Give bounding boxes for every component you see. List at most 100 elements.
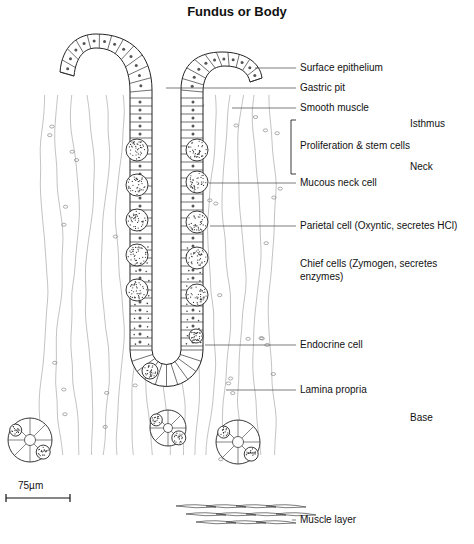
- stipple-dot: [138, 157, 139, 158]
- stipple-dot: [198, 183, 199, 184]
- stipple-dot: [128, 187, 129, 188]
- stipple-dot: [201, 262, 202, 263]
- stipple-dot: [204, 217, 205, 218]
- stipple-dot: [145, 257, 146, 258]
- stipple-dot: [200, 290, 201, 291]
- stipple-dot: [200, 299, 201, 300]
- parietal-cell: [186, 284, 208, 306]
- gland-section: [8, 418, 52, 462]
- stipple-dot: [138, 181, 139, 182]
- zymogen-granule: [198, 320, 200, 322]
- stipple-dot: [135, 217, 136, 218]
- stipple-dot: [193, 339, 194, 340]
- stipple-dot: [194, 188, 195, 189]
- stipple-dot: [246, 454, 247, 455]
- stipple-dot: [203, 224, 204, 225]
- stipple-dot: [141, 247, 142, 248]
- stipple-dot: [131, 218, 132, 219]
- stipple-dot: [139, 258, 140, 259]
- zymogen-granule: [187, 335, 189, 337]
- stipple-dot: [190, 181, 191, 182]
- stipple-dot: [223, 432, 224, 433]
- stipple-dot: [151, 370, 152, 371]
- cell-border: [87, 35, 91, 49]
- stipple-dot: [135, 260, 136, 261]
- stipple-dot: [147, 373, 148, 374]
- cell-border: [244, 442, 261, 443]
- stipple-dot: [194, 229, 195, 230]
- stipple-dot: [203, 292, 204, 293]
- stroma-nucleus: [63, 413, 67, 416]
- stipple-dot: [199, 217, 200, 218]
- stipple-dot: [194, 336, 195, 337]
- stroma-nucleus: [234, 124, 238, 127]
- stipple-dot: [43, 450, 44, 451]
- stipple-dot: [196, 333, 197, 334]
- stipple-dot: [136, 188, 137, 189]
- cell-nucleus: [139, 269, 142, 272]
- parietal-cell: [186, 247, 208, 269]
- stipple-dot: [142, 221, 143, 222]
- cell-border: [216, 52, 222, 66]
- zymogen-granule: [148, 343, 150, 345]
- stipple-dot: [191, 223, 192, 224]
- stipple-dot: [196, 229, 197, 230]
- stipple-dot: [136, 152, 137, 153]
- stipple-dot: [155, 420, 156, 421]
- stroma-nucleus: [260, 337, 264, 340]
- cell-border: [130, 114, 152, 115]
- leader-line: [166, 88, 296, 89]
- part-label: Mucous neck cell: [300, 176, 377, 189]
- stroma-fiber: [222, 95, 231, 455]
- stipple-dot: [141, 183, 142, 184]
- stipple-dot: [142, 177, 143, 178]
- cell-nucleus: [139, 133, 142, 136]
- cell-border: [130, 170, 152, 171]
- stipple-dot: [151, 370, 152, 371]
- stipple-dot: [132, 221, 133, 222]
- stipple-dot: [152, 367, 153, 368]
- stipple-dot: [194, 252, 195, 253]
- stipple-dot: [193, 179, 194, 180]
- stipple-dot: [131, 284, 132, 285]
- stipple-dot: [200, 299, 201, 300]
- stipple-dot: [248, 453, 249, 454]
- stipple-dot: [252, 448, 253, 449]
- stipple-dot: [192, 229, 193, 230]
- stipple-dot: [204, 292, 205, 293]
- stipple-dot: [193, 332, 194, 333]
- stipple-dot: [138, 153, 139, 154]
- stipple-dot: [201, 262, 202, 263]
- zymogen-granule: [147, 246, 149, 248]
- stipple-dot: [195, 226, 196, 227]
- stipple-dot: [190, 156, 191, 157]
- stipple-dot: [130, 286, 131, 287]
- stipple-dot: [140, 145, 141, 146]
- scale-bar-line: [6, 497, 70, 498]
- stipple-dot: [148, 365, 149, 366]
- stipple-dot: [202, 290, 203, 291]
- stipple-dot: [150, 374, 151, 375]
- stroma-nucleus: [113, 235, 117, 238]
- stipple-dot: [141, 226, 142, 227]
- stipple-dot: [206, 149, 207, 150]
- stipple-dot: [191, 143, 192, 144]
- stipple-dot: [199, 150, 200, 151]
- cell-border: [34, 424, 46, 436]
- stipple-dot: [203, 185, 204, 186]
- cell-nucleus: [139, 317, 142, 320]
- stipple-dot: [145, 254, 146, 255]
- stipple-dot: [175, 442, 176, 443]
- stipple-dot: [200, 333, 201, 334]
- stipple-dot: [129, 215, 130, 216]
- stipple-dot: [11, 430, 12, 431]
- stipple-dot: [195, 297, 196, 298]
- stipple-dot: [135, 154, 136, 155]
- stipple-dot: [147, 370, 148, 371]
- stipple-dot: [254, 452, 255, 453]
- stipple-dot: [132, 251, 133, 252]
- stipple-dot: [200, 224, 201, 225]
- cell-nucleus: [139, 333, 142, 336]
- cell-border: [247, 67, 258, 75]
- cell-nucleus: [232, 58, 235, 61]
